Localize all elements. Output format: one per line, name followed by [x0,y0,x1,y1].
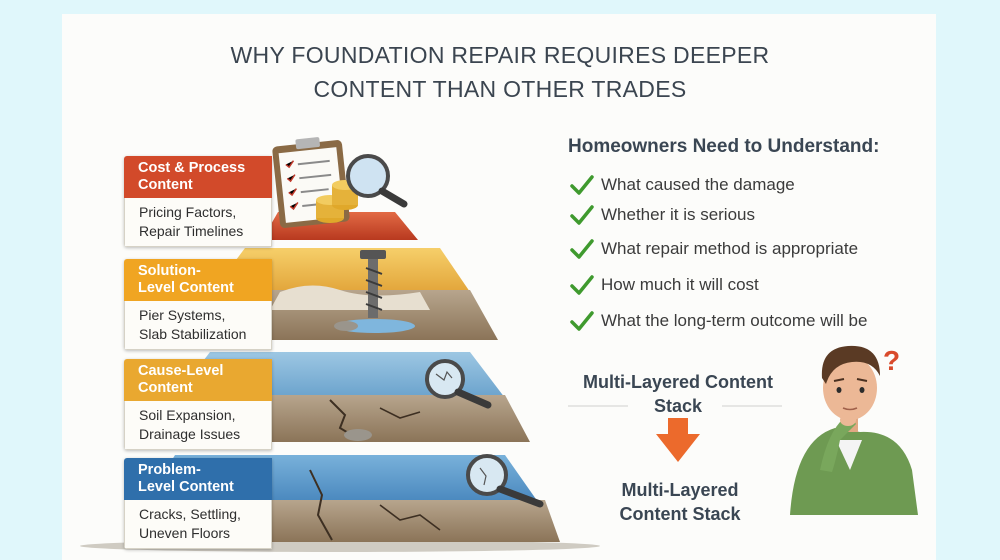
magnifier-icon-middle [425,359,492,409]
level-label-heading: Cause-Level Content [124,359,272,401]
level-label-solution: Solution- Level Content Pier Systems, Sl… [124,259,272,350]
level-label-heading: Solution- Level Content [124,259,272,301]
magnifier-icon-top [346,154,408,208]
crack-line-bottom [309,469,333,541]
level-label-cost-process: Cost & Process Content Pricing Factors, … [124,156,272,247]
level-label-heading: Problem- Level Content [124,458,272,500]
level-label-body: Pricing Factors, Repair Timelines [124,198,272,247]
stack-label-top: Multi-Layered Content Stack [582,372,773,416]
level-label-body: Cracks, Settling, Uneven Floors [124,500,272,549]
list-item: What repair method is appropriate [570,238,858,260]
list-item: How much it will cost [570,274,759,296]
title-line-1: WHY FOUNDATION REPAIR REQUIRES DEEPER [230,42,770,68]
list-item: What the long-term outcome will be [570,310,867,332]
checkmark-icon [570,311,594,331]
level-label-body: Soil Expansion, Drainage Issues [124,401,272,450]
slab-piece [270,285,430,310]
title-line-2: CONTENT THAN OTHER TRADES [313,76,687,102]
stack-label-bottom: Multi-Layered Content Stack [619,480,741,524]
checkmark-icon [570,205,594,225]
list-item: What caused the damage [570,174,795,196]
water-puddle [335,319,415,333]
pier-screw [368,256,378,318]
level-label-body: Pier Systems, Slab Stabilization [124,301,272,350]
level-label-problem: Problem- Level Content Cracks, Settling,… [124,458,272,549]
level-label-cause: Cause-Level Content Soil Expansion, Drai… [124,359,272,450]
level-solution-top [212,248,470,292]
homeowners-heading: Homeowners Need to Understand: [568,136,880,157]
checkmark-icon [570,175,594,195]
rock [344,429,372,441]
list-item: Whether it is serious [570,204,755,226]
checkmark-icon [570,275,594,295]
magnifier-icon-bottom [466,454,544,508]
level-label-heading: Cost & Process Content [124,156,272,198]
checkmark-icon [570,239,594,259]
